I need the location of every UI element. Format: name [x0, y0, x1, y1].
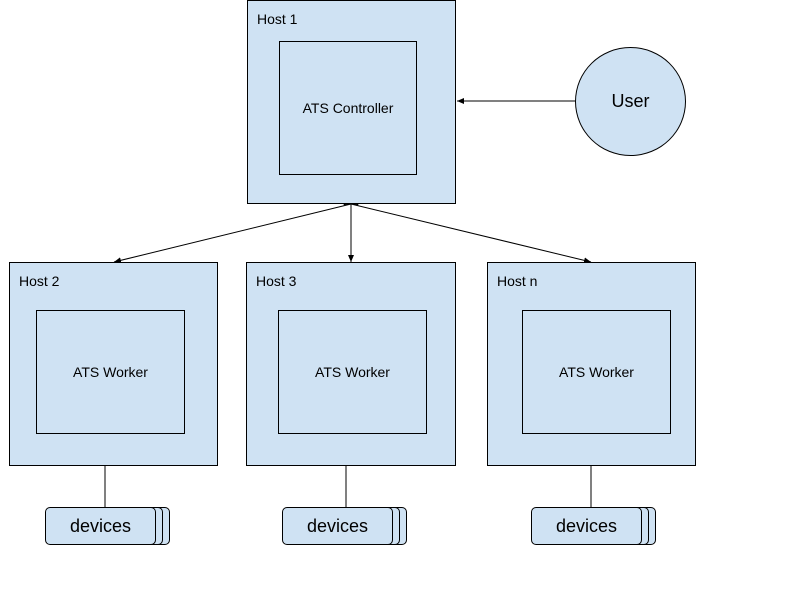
ats-worker-label: ATS Worker — [73, 364, 148, 380]
ats-worker-box: ATS Worker — [522, 310, 671, 434]
arrow-host1-hostn — [343, 199, 592, 264]
ats-worker-box: ATS Worker — [36, 310, 185, 434]
ats-worker-label: ATS Worker — [559, 364, 634, 380]
ats-worker-label: ATS Worker — [315, 364, 390, 380]
host-3-label: Host 3 — [256, 273, 297, 289]
devices-stack-host-n: devices — [531, 507, 642, 545]
devices-stack-host-3: devices — [282, 507, 393, 545]
devices-label: devices — [306, 515, 369, 536]
user-node: User — [575, 47, 686, 156]
host-n-box: Host n ATS Worker — [487, 262, 696, 466]
host-2-label: Host 2 — [19, 273, 60, 289]
ats-controller-box: ATS Controller — [279, 41, 417, 175]
host-n-label: Host n — [497, 273, 538, 289]
host-1-label: Host 1 — [257, 11, 298, 27]
arrow-host1-host2 — [113, 199, 359, 264]
user-label: User — [611, 91, 650, 111]
host-1-box: Host 1 ATS Controller — [247, 0, 456, 204]
devices-label: devices — [555, 515, 618, 536]
host-3-box: Host 3 ATS Worker — [246, 262, 456, 466]
ats-controller-label: ATS Controller — [302, 100, 394, 116]
ats-worker-box: ATS Worker — [278, 310, 427, 434]
devices-label: devices — [69, 515, 132, 536]
devices-stack-host-2: devices — [45, 507, 156, 545]
host-2-box: Host 2 ATS Worker — [9, 262, 218, 466]
